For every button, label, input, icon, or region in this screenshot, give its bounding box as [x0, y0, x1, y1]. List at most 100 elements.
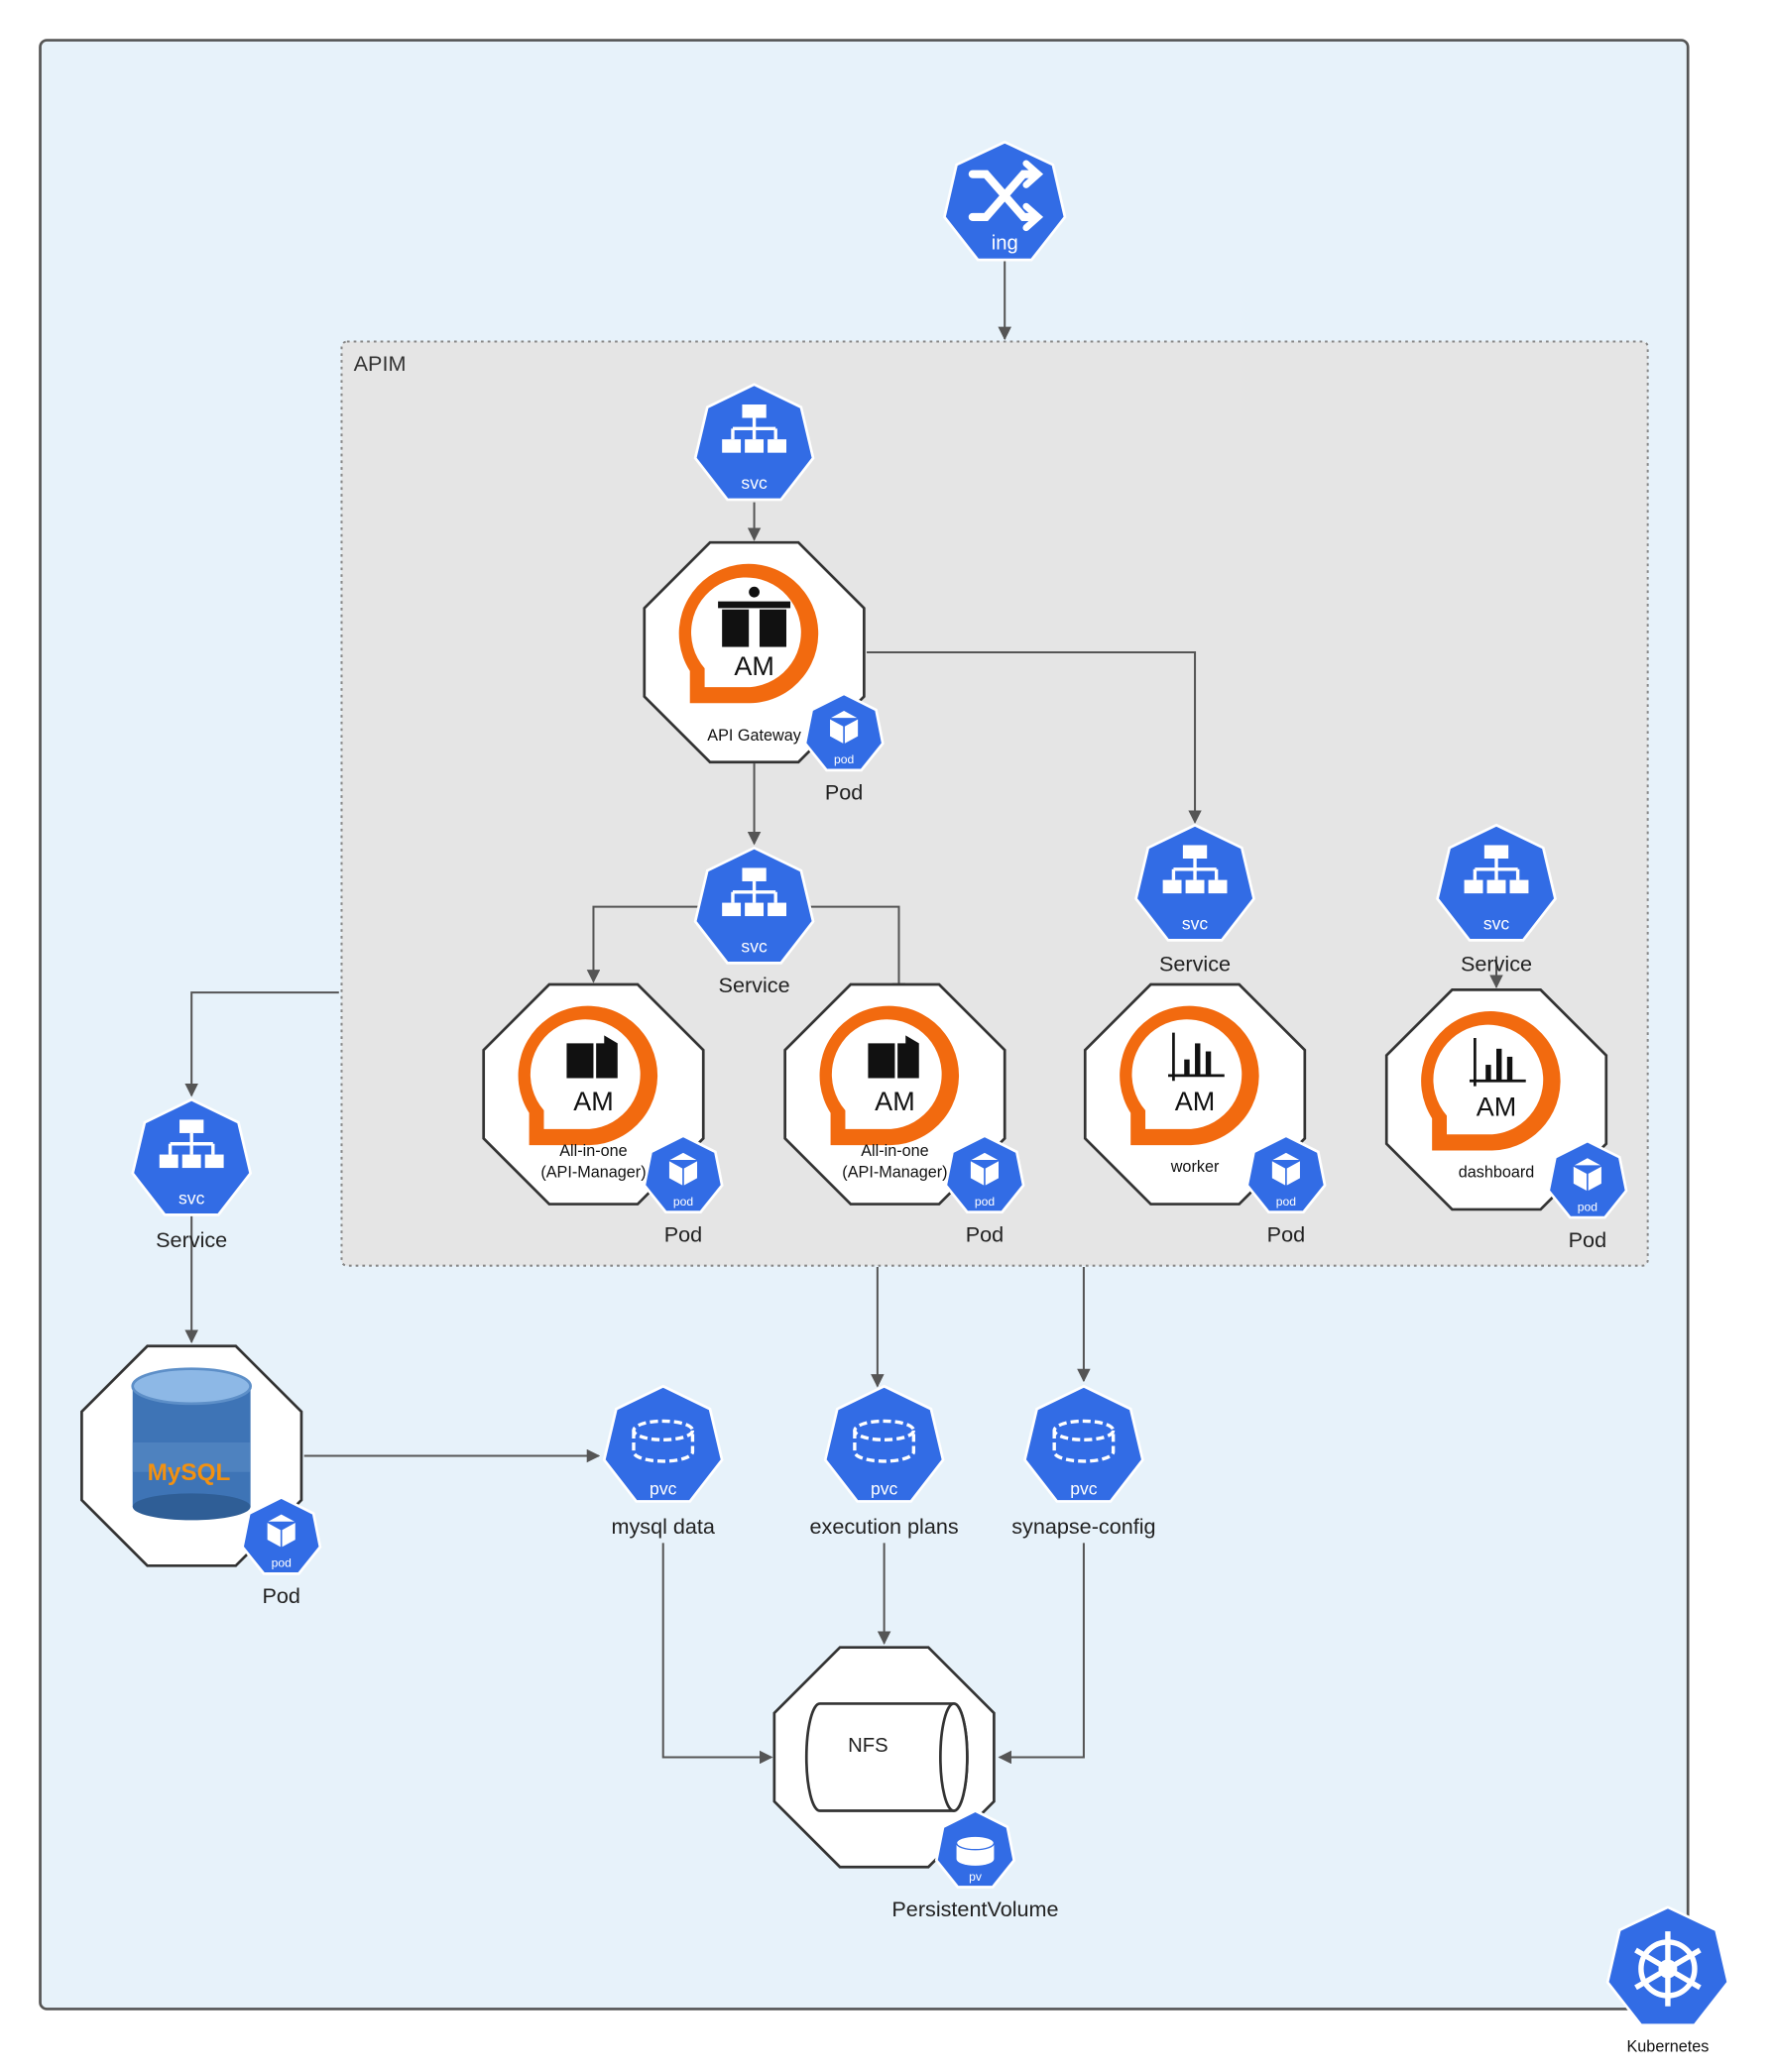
pvc-synapse-config-node: pvc — [1023, 1384, 1144, 1503]
disk-icon — [955, 1835, 996, 1866]
edge-aio-svc-to-aio-1 — [586, 905, 698, 983]
edge-aio-svc-to-aio-2 — [810, 905, 906, 997]
pvc-synapse-tag: pvc — [1070, 1479, 1098, 1499]
dashboard-logo-text: AM — [1477, 1092, 1517, 1121]
cube-icon — [266, 1512, 297, 1550]
worker-pod-tag: pod — [1276, 1195, 1296, 1209]
worker-logo-text: AM — [1175, 1087, 1216, 1116]
aio-1-logo-text: AM — [573, 1087, 614, 1116]
mysql-svc-node: svc — [131, 1097, 253, 1216]
dashboard-svc-tag: svc — [1483, 914, 1510, 934]
aio-2-logo-text: AM — [875, 1087, 914, 1116]
edge-synapse-pvc-to-nfs — [998, 1543, 1085, 1765]
wso2-am-logo: AM — [678, 563, 819, 704]
apim-group-label: APIM — [354, 351, 407, 376]
mysql-pod-tag: pod — [272, 1556, 292, 1570]
aio-2-node: AM All-in-one (API-Manager) — [783, 982, 1006, 1206]
edge-mysql-pvc-to-nfs — [661, 1543, 773, 1765]
ingress-node: ing — [942, 140, 1067, 262]
dashboard-pod-label: Pod — [1569, 1227, 1606, 1252]
dashboard-pod-tag: pod — [1578, 1200, 1598, 1213]
shuffle-arrows-icon — [968, 160, 1044, 232]
gateway-svc-tag: svc — [741, 473, 768, 493]
aio-svc-label: Service — [719, 973, 790, 997]
cube-icon — [667, 1150, 699, 1188]
nfs-pv-tag: pv — [969, 1870, 983, 1884]
mysql-pod-label: Pod — [262, 1583, 299, 1608]
cube-icon — [828, 709, 860, 747]
kubernetes-label: Kubernetes — [1626, 2038, 1709, 2056]
wso2-am-logo: AM — [518, 1005, 658, 1146]
analytics-chart-icon — [1168, 1032, 1225, 1082]
worker-svc-tag: svc — [1182, 914, 1209, 934]
aio-1-pod-tag: pod — [673, 1195, 693, 1209]
aio-svc-node: svc — [693, 846, 815, 965]
api-manager-building-icon — [566, 1035, 618, 1079]
gateway-svc-node: svc — [693, 383, 815, 502]
network-hierarchy-icon — [1464, 845, 1529, 894]
network-hierarchy-icon — [159, 1119, 224, 1169]
gateway-pod-label: Pod — [825, 780, 863, 805]
nfs-pv-label: PersistentVolume — [891, 1897, 1058, 1921]
connectors — [184, 261, 1503, 1765]
worker-pod-label: Pod — [1267, 1221, 1305, 1246]
pvc-mysql-data-node: pvc — [602, 1384, 724, 1503]
pvc-mysql-label: mysql data — [611, 1514, 715, 1539]
aio-2-pod-label: Pod — [966, 1221, 1004, 1246]
dashboard-svc-node: svc — [1436, 823, 1557, 942]
worker-node: AM worker — [1083, 982, 1307, 1206]
nfs-pv-badge: pv — [934, 1809, 1016, 1889]
edge-gateway-to-worker-svc — [867, 650, 1202, 824]
mysql-node: MySQL — [80, 1344, 303, 1567]
cube-icon — [1572, 1156, 1603, 1194]
aio-2-name-line2: (API-Manager) — [842, 1164, 947, 1182]
mysql-pod-badge: pod — [241, 1495, 322, 1575]
aio-1-node: AM All-in-one (API-Manager) — [482, 982, 705, 1206]
worker-svc-label: Service — [1159, 951, 1231, 976]
pvc-exec-label: execution plans — [810, 1514, 959, 1539]
wso2-am-logo: AM — [1421, 1011, 1561, 1151]
worker-name: worker — [1170, 1158, 1220, 1176]
dashboard-svc-label: Service — [1461, 951, 1532, 976]
aio-1-pod-label: Pod — [664, 1221, 702, 1246]
mysql-database-icon: MySQL — [131, 1367, 252, 1521]
kubernetes-wheel-icon — [1634, 1931, 1702, 2007]
gateway-logo-text: AM — [734, 651, 773, 681]
nfs-cylinder-icon — [804, 1702, 969, 1812]
nfs-label: NFS — [848, 1735, 888, 1757]
nfs-node: NFS — [772, 1646, 996, 1869]
dashboard-name: dashboard — [1459, 1164, 1535, 1182]
aio-2-pod-badge: pod — [944, 1134, 1025, 1213]
network-hierarchy-icon — [1162, 845, 1228, 894]
gateway-pod-badge: pod — [803, 692, 885, 772]
aio-1-pod-badge: pod — [643, 1134, 724, 1213]
aio-2-name-line1: All-in-one — [861, 1142, 928, 1160]
mysql-svc-tag: svc — [178, 1189, 205, 1209]
wso2-am-logo: AM — [1120, 1005, 1259, 1146]
worker-pod-badge: pod — [1245, 1134, 1327, 1213]
analytics-chart-icon — [1469, 1038, 1526, 1087]
mysql-logo-text: MySQL — [148, 1459, 231, 1486]
dashboard-node: AM dashboard — [1384, 988, 1608, 1211]
cube-icon — [1270, 1150, 1302, 1188]
storage-disk-icon — [1052, 1419, 1116, 1463]
gateway-doors-icon — [718, 586, 791, 647]
kubernetes-logo — [1605, 1905, 1730, 2027]
worker-svc-node: svc — [1134, 823, 1255, 942]
cube-icon — [969, 1150, 1001, 1188]
pvc-execution-plans-node: pvc — [823, 1384, 945, 1503]
aio-2-pod-tag: pod — [975, 1195, 995, 1209]
storage-disk-icon — [853, 1419, 916, 1463]
gateway-pod-tag: pod — [834, 752, 854, 766]
gateway-node: AM API Gateway — [643, 540, 866, 764]
pvc-exec-tag: pvc — [871, 1479, 898, 1499]
aio-svc-tag: svc — [741, 937, 768, 957]
mysql-svc-label: Service — [156, 1227, 227, 1252]
aio-1-name-line2: (API-Manager) — [540, 1164, 646, 1182]
ingress-tag: ing — [992, 232, 1018, 254]
pvc-synapse-label: synapse-config — [1011, 1514, 1155, 1539]
network-hierarchy-icon — [722, 404, 787, 453]
wso2-am-logo: AM — [819, 1005, 960, 1146]
storage-disk-icon — [632, 1419, 695, 1463]
